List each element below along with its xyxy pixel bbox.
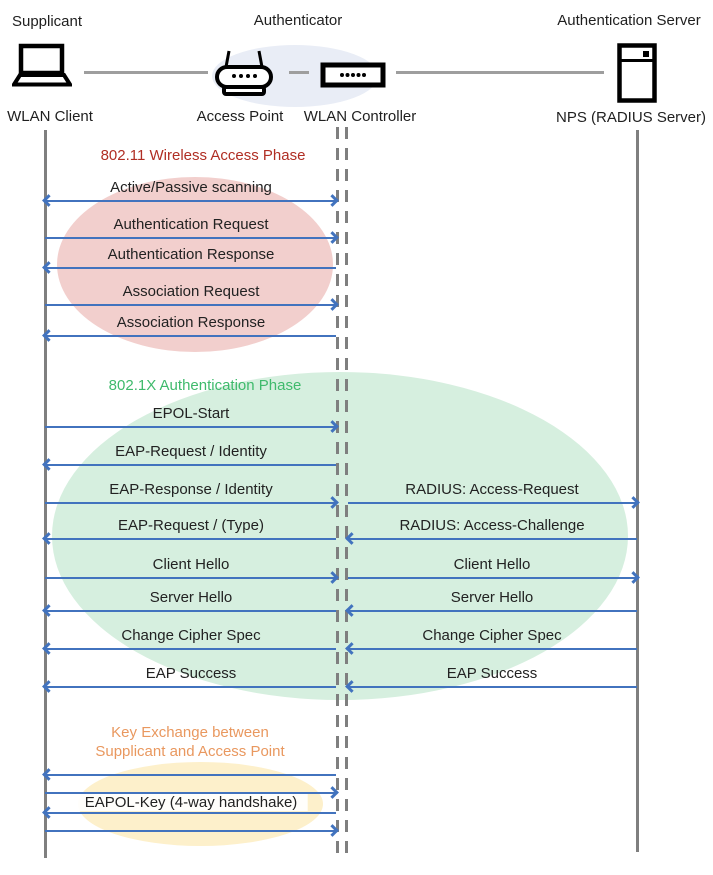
server-icon [617, 43, 657, 103]
message-arrow [42, 642, 336, 655]
message-arrow [45, 420, 339, 433]
connector-line [396, 71, 604, 74]
message-arrow [348, 571, 640, 584]
message-arrow [42, 806, 336, 819]
message-label: Server Hello [149, 589, 233, 606]
message-arrow [345, 604, 637, 617]
device-wlan-controller-label: WLAN Controller [303, 108, 417, 125]
connector-line [289, 71, 309, 74]
message-label: Authentication Request [113, 216, 269, 233]
message-arrow [345, 680, 637, 693]
device-wlan-client-label: WLAN Client [7, 108, 93, 125]
phase-8021x-ellipse [52, 372, 628, 700]
access-point-icon [215, 50, 273, 96]
message-label: Change Cipher Spec [422, 627, 562, 644]
message-label: Client Hello [152, 556, 230, 573]
message-label: Server Hello [450, 589, 534, 606]
message-arrow [45, 824, 339, 837]
message-label: Change Cipher Spec [121, 627, 261, 644]
device-access-point-label: Access Point [196, 108, 284, 125]
key-exchange-title: Key Exchange between Supplicant and Acce… [95, 723, 284, 761]
message-label: Client Hello [453, 556, 531, 573]
message-label: EPOL-Start [152, 405, 230, 422]
message-arrow [345, 642, 637, 655]
lifeline-wlan-client [44, 130, 47, 858]
message-arrow [45, 786, 339, 799]
message-label: EAP Success [145, 665, 237, 682]
role-auth-server-label: Authentication Server [557, 12, 701, 29]
connector-line [84, 71, 208, 74]
message-label: Association Response [116, 314, 266, 331]
message-label: Active/Passive scanning [110, 179, 272, 196]
message-arrow [45, 496, 339, 509]
message-arrow [45, 571, 339, 584]
message-arrow [42, 680, 336, 693]
device-nps-label: NPS (RADIUS Server) [555, 109, 707, 126]
message-arrow [42, 194, 339, 207]
message-label: EAP Success [446, 665, 538, 682]
lifeline-radius-server [636, 130, 639, 852]
role-supplicant-label: Supplicant [11, 13, 83, 30]
message-arrow [42, 532, 336, 545]
laptop-icon [12, 43, 72, 87]
message-arrow [42, 458, 336, 471]
message-label: EAPOL-Key (4-way handshake) [74, 794, 308, 811]
message-label: Authentication Response [107, 246, 275, 263]
wlan-controller-icon [320, 62, 386, 88]
message-label: RADIUS: Access-Request [405, 481, 579, 498]
message-arrow [42, 329, 336, 342]
phase-80211-title: 802.11 Wireless Access Phase [100, 147, 306, 164]
message-arrow [45, 298, 339, 311]
phase-80211-ellipse [57, 177, 333, 352]
lifeline-controller-dashed-1 [336, 127, 339, 857]
key-exchange-title-line2: Supplicant and Access Point [95, 743, 285, 760]
message-arrow [42, 768, 336, 781]
message-label: Association Request [122, 283, 260, 300]
message-label: EAP-Request / Identity [115, 443, 267, 460]
message-label: EAP-Request / (Type) [118, 517, 264, 534]
message-arrow [42, 261, 336, 274]
role-authenticator-label: Authenticator [253, 12, 343, 29]
message-arrow [348, 496, 640, 509]
message-arrow [42, 604, 336, 617]
phase-8021x-title: 802.1X Authentication Phase [108, 377, 302, 394]
key-exchange-title-line1: Key Exchange between [111, 724, 269, 741]
message-arrow [345, 532, 637, 545]
lifeline-controller-dashed-2 [345, 127, 348, 857]
message-arrow [45, 231, 339, 244]
message-label: EAP-Response / Identity [109, 481, 273, 498]
message-label: RADIUS: Access-Challenge [399, 517, 585, 534]
